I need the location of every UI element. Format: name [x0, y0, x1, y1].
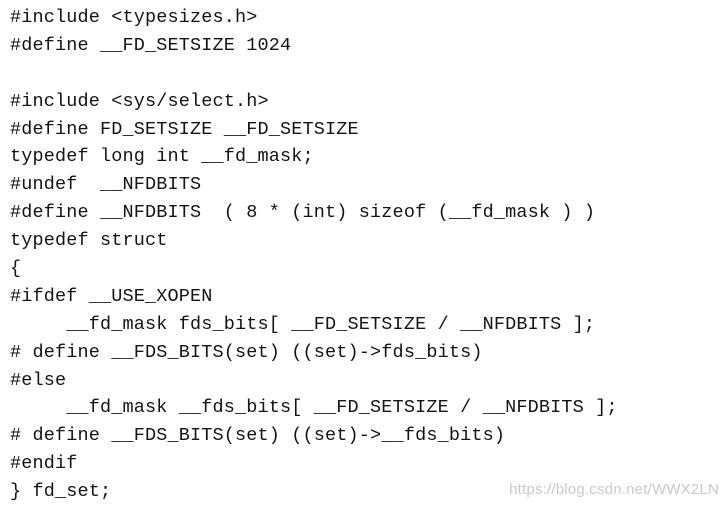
code-line: # define __FDS_BITS(set) ((set)->fds_bit…: [10, 341, 483, 363]
code-line: #undef __NFDBITS: [10, 174, 202, 196]
code-line: #include <sys/select.h>: [10, 90, 269, 112]
code-block: #include <typesizes.h> #define __FD_SETSI…: [10, 4, 618, 506]
code-line: #endif: [10, 453, 78, 475]
code-line: {: [10, 258, 22, 280]
code-line: #include <typesizes.h>: [10, 7, 258, 28]
code-line: typedef struct: [10, 230, 168, 252]
code-line: typedef long int __fd_mask;: [10, 146, 314, 168]
code-line: #define __NFDBITS ( 8 * (int) sizeof (__…: [10, 202, 596, 224]
code-line: #ifdef __USE_XOPEN: [10, 285, 213, 307]
watermark-text: https://blog.csdn.net/WWX2LN: [509, 481, 719, 498]
code-line: #define FD_SETSIZE __FD_SETSIZE: [10, 118, 359, 140]
code-line: #else: [10, 369, 67, 391]
code-line: __fd_mask __fds_bits[ __FD_SETSIZE / __N…: [10, 397, 618, 419]
code-line: } fd_set;: [10, 481, 112, 503]
code-line: # define __FDS_BITS(set) ((set)->__fds_b…: [10, 425, 506, 447]
code-line: __fd_mask fds_bits[ __FD_SETSIZE / __NFD…: [10, 313, 596, 335]
code-line: [10, 60, 618, 88]
code-line: #define __FD_SETSIZE 1024: [10, 34, 292, 56]
